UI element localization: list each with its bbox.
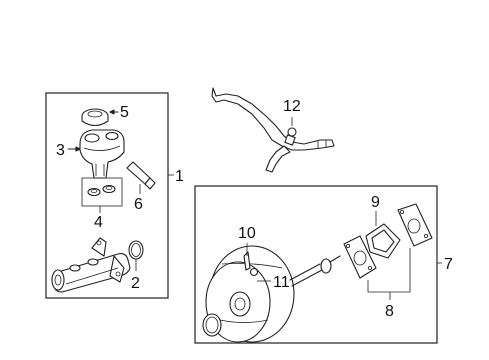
leader-8-bracket: [367, 248, 411, 293]
group-box-7: [194, 185, 438, 344]
grommet-set: [81, 177, 123, 207]
booster-group: [194, 185, 442, 344]
vacuum-hose: [211, 87, 335, 173]
callout-1: 1: [175, 168, 184, 185]
callout-2: 2: [131, 275, 140, 292]
gasket-plate-right: [397, 203, 433, 247]
master-cylinder-group: [45, 92, 174, 299]
seal: [365, 223, 401, 259]
level-sensor: [126, 161, 156, 190]
callout-10: 10: [238, 225, 256, 242]
group-box-1: [45, 92, 169, 299]
callout-5: 5: [120, 104, 129, 121]
brake-booster: [205, 245, 341, 343]
gasket-ring: [202, 313, 222, 337]
callout-7: 7: [444, 256, 453, 273]
callout-8: 8: [385, 303, 394, 320]
reservoir-cap: [81, 108, 109, 127]
callout-6: 6: [134, 196, 143, 213]
callout-11: 11: [273, 274, 290, 291]
callout-3: 3: [56, 142, 65, 159]
gasket-plate-left: [343, 235, 377, 279]
callout-9: 9: [371, 194, 380, 211]
callout-12: 12: [283, 98, 301, 115]
o-ring: [128, 240, 144, 260]
callout-4: 4: [94, 214, 103, 231]
reservoir: [79, 129, 125, 179]
master-cylinder: [51, 237, 131, 293]
